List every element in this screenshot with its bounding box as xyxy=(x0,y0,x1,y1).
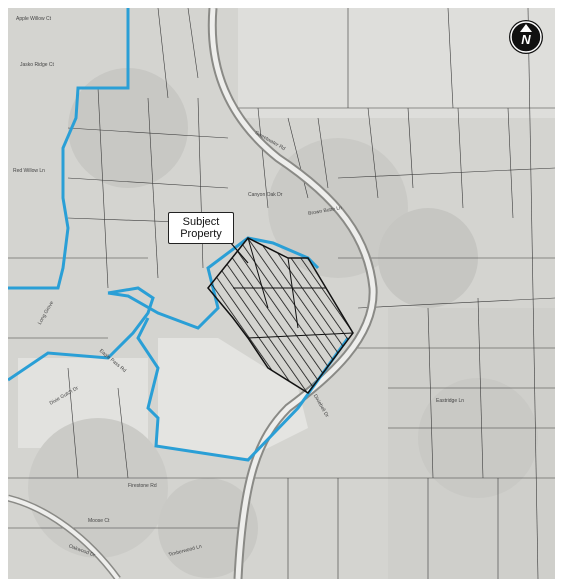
north-arrow-icon: N xyxy=(509,20,543,54)
street-label: Red Willow Ln xyxy=(13,168,45,174)
street-label: Jasko Ridge Ct xyxy=(20,62,54,68)
callout-line-1: Subject xyxy=(182,216,220,228)
parcel-lines xyxy=(8,8,555,579)
callout-line-2: Property xyxy=(180,228,222,240)
north-letter: N xyxy=(521,32,531,47)
street-label: Eastridge Ln xyxy=(436,398,465,404)
subject-property-callout: Subject Property xyxy=(168,212,234,244)
street-label: Moose Ct xyxy=(88,518,110,524)
aerial-parcel-map xyxy=(8,8,555,579)
callout-leader xyxy=(229,241,249,264)
street-label: Firestone Rd xyxy=(128,483,157,489)
subject-property xyxy=(207,237,354,395)
terrain-texture xyxy=(8,8,555,579)
map-frame: Apple Willow Ct Jasko Ridge Ct Red Willo… xyxy=(8,8,555,579)
street-label: Apple Willow Ct xyxy=(16,16,52,22)
north-arrow-shape xyxy=(510,21,542,53)
street-label: Canyon Oak Dr xyxy=(248,192,283,198)
